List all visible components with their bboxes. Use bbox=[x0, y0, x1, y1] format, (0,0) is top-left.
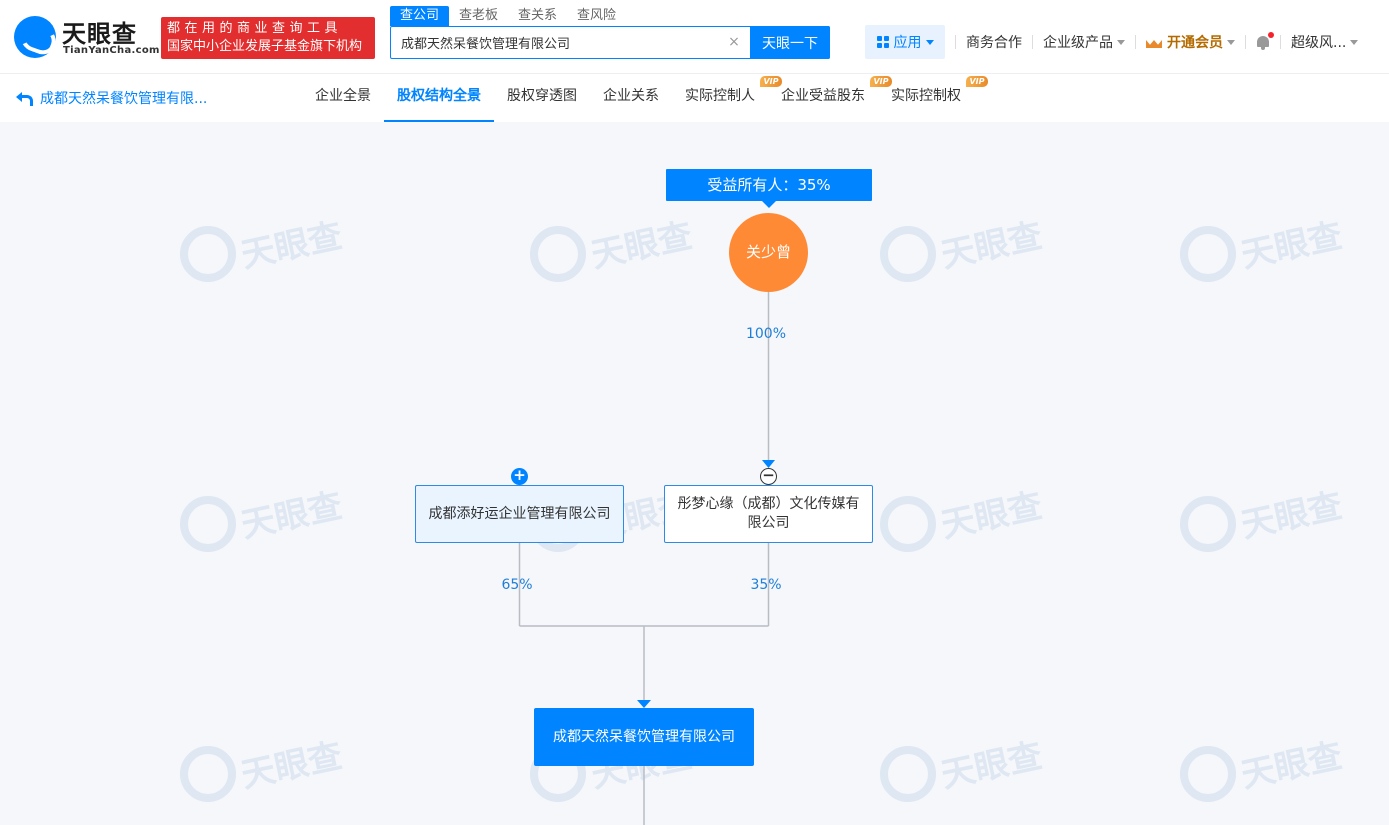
caret-down-icon bbox=[1227, 39, 1235, 45]
tab-label: 企业全景 bbox=[315, 88, 371, 104]
target-company-node[interactable]: 成都天然呆餐饮管理有限公司 bbox=[534, 708, 754, 766]
logo-mark-icon bbox=[14, 16, 56, 58]
back-to-company-link[interactable]: 成都天然呆餐饮管理有限... bbox=[16, 88, 207, 108]
share-percentage: 35% bbox=[750, 577, 782, 593]
tab-label: 企业关系 bbox=[603, 88, 659, 104]
search-button[interactable]: 天眼一下 bbox=[750, 26, 830, 59]
logo-sub: TianYanCha.com bbox=[63, 45, 160, 56]
tab-label: 企业受益股东 bbox=[781, 88, 865, 104]
user-menu[interactable]: 超级风... bbox=[1291, 32, 1359, 52]
tab-actual-controller[interactable]: 实际控制人 VIP bbox=[672, 74, 782, 122]
divider bbox=[1135, 35, 1136, 49]
back-arrow-icon bbox=[16, 92, 33, 106]
shareholder-company-node[interactable]: 彤梦心缘（成都）文化传媒有限公司 bbox=[664, 485, 873, 543]
vip-badge: VIP bbox=[760, 76, 782, 87]
search-tab-relation[interactable]: 查关系 bbox=[518, 8, 558, 23]
tab-company-relations[interactable]: 企业关系 bbox=[590, 74, 672, 122]
slogan-banner: 都在用的商业查询工具 国家中小企业发展子基金旗下机构 bbox=[161, 17, 375, 59]
expand-icon[interactable]: + bbox=[511, 468, 528, 485]
business-cooperation-link[interactable]: 商务合作 bbox=[966, 35, 1022, 51]
top-bar: 天眼查 TianYanCha.com 都在用的商业查询工具 国家中小企业发展子基… bbox=[0, 0, 1389, 74]
graph-connectors bbox=[518, 292, 775, 825]
caret-down-icon bbox=[925, 39, 934, 45]
tab-label: 股权结构全景 bbox=[397, 88, 481, 104]
beneficial-owner-label: 受益所有人：35% bbox=[666, 169, 872, 208]
tab-label: 股权穿透图 bbox=[507, 88, 577, 104]
app-menu-button[interactable]: 应用 bbox=[865, 25, 945, 59]
slogan-line-1: 都在用的商业查询工具 bbox=[167, 21, 343, 36]
tab-label: 实际控制人 bbox=[685, 88, 755, 104]
app-menu-label: 应用 bbox=[893, 35, 922, 51]
search-tab-risk[interactable]: 查风险 bbox=[577, 8, 617, 23]
tab-equity-penetration[interactable]: 股权穿透图 bbox=[494, 74, 590, 122]
tab-label: 实际控制权 bbox=[891, 88, 961, 104]
open-vip-label: 开通会员 bbox=[1167, 35, 1223, 51]
notification-dot bbox=[1268, 32, 1274, 38]
divider bbox=[1280, 35, 1281, 49]
enterprise-products-menu[interactable]: 企业级产品 bbox=[1043, 32, 1125, 52]
caret-down-icon bbox=[1117, 39, 1125, 45]
collapse-icon[interactable]: − bbox=[760, 468, 777, 485]
search-box: × 天眼一下 bbox=[390, 26, 830, 59]
header-nav: 应用 商务合作 企业级产品 开通会员 超级风... bbox=[865, 25, 1359, 59]
tab-equity-structure[interactable]: 股权结构全景 bbox=[384, 74, 494, 122]
user-name: 超级风... bbox=[1291, 35, 1347, 51]
enterprise-products-label: 企业级产品 bbox=[1043, 35, 1113, 51]
bell-icon[interactable] bbox=[1256, 32, 1274, 50]
divider bbox=[1245, 35, 1246, 49]
arrow-down-icon bbox=[637, 700, 651, 708]
person-node[interactable]: 关少曾 bbox=[729, 213, 808, 292]
logo-name: 天眼查 bbox=[62, 20, 137, 48]
tab-beneficial-shareholders[interactable]: 企业受益股东 VIP bbox=[768, 74, 892, 122]
slogan-line-2: 国家中小企业发展子基金旗下机构 bbox=[167, 39, 363, 54]
shareholder-company-node[interactable]: 成都添好运企业管理有限公司 bbox=[415, 485, 624, 543]
crown-icon bbox=[1146, 36, 1162, 48]
vip-badge: VIP bbox=[870, 76, 892, 87]
divider bbox=[1032, 35, 1033, 49]
search-input[interactable] bbox=[391, 27, 741, 58]
open-vip-menu[interactable]: 开通会员 bbox=[1146, 32, 1235, 52]
search-tabs: 查公司 查老板 查关系 查风险 bbox=[390, 6, 626, 26]
tab-actual-control[interactable]: 实际控制权 VIP bbox=[878, 74, 988, 122]
vip-badge: VIP bbox=[966, 76, 988, 87]
arrow-down-icon bbox=[762, 460, 775, 468]
share-percentage: 65% bbox=[501, 577, 533, 593]
tab-company-overview[interactable]: 企业全景 bbox=[302, 74, 384, 122]
clear-icon[interactable]: × bbox=[728, 34, 740, 50]
divider bbox=[955, 35, 956, 49]
equity-graph-canvas[interactable]: 天眼查 天眼查 天眼查 天眼查 天眼查 天眼查 天眼查 天眼查 天眼查 天眼查 … bbox=[0, 122, 1389, 825]
search-tab-company[interactable]: 查公司 bbox=[390, 6, 450, 26]
search-tab-boss[interactable]: 查老板 bbox=[459, 8, 499, 23]
back-link-label: 成都天然呆餐饮管理有限... bbox=[40, 91, 208, 107]
share-percentage: 100% bbox=[745, 326, 787, 342]
grid-icon bbox=[876, 36, 889, 48]
tianyancha-logo[interactable]: 天眼查 TianYanCha.com bbox=[14, 14, 159, 60]
sub-nav: 成都天然呆餐饮管理有限... 企业全景 股权结构全景 股权穿透图 企业关系 实际… bbox=[0, 74, 1389, 122]
caret-down-icon bbox=[1350, 39, 1359, 45]
